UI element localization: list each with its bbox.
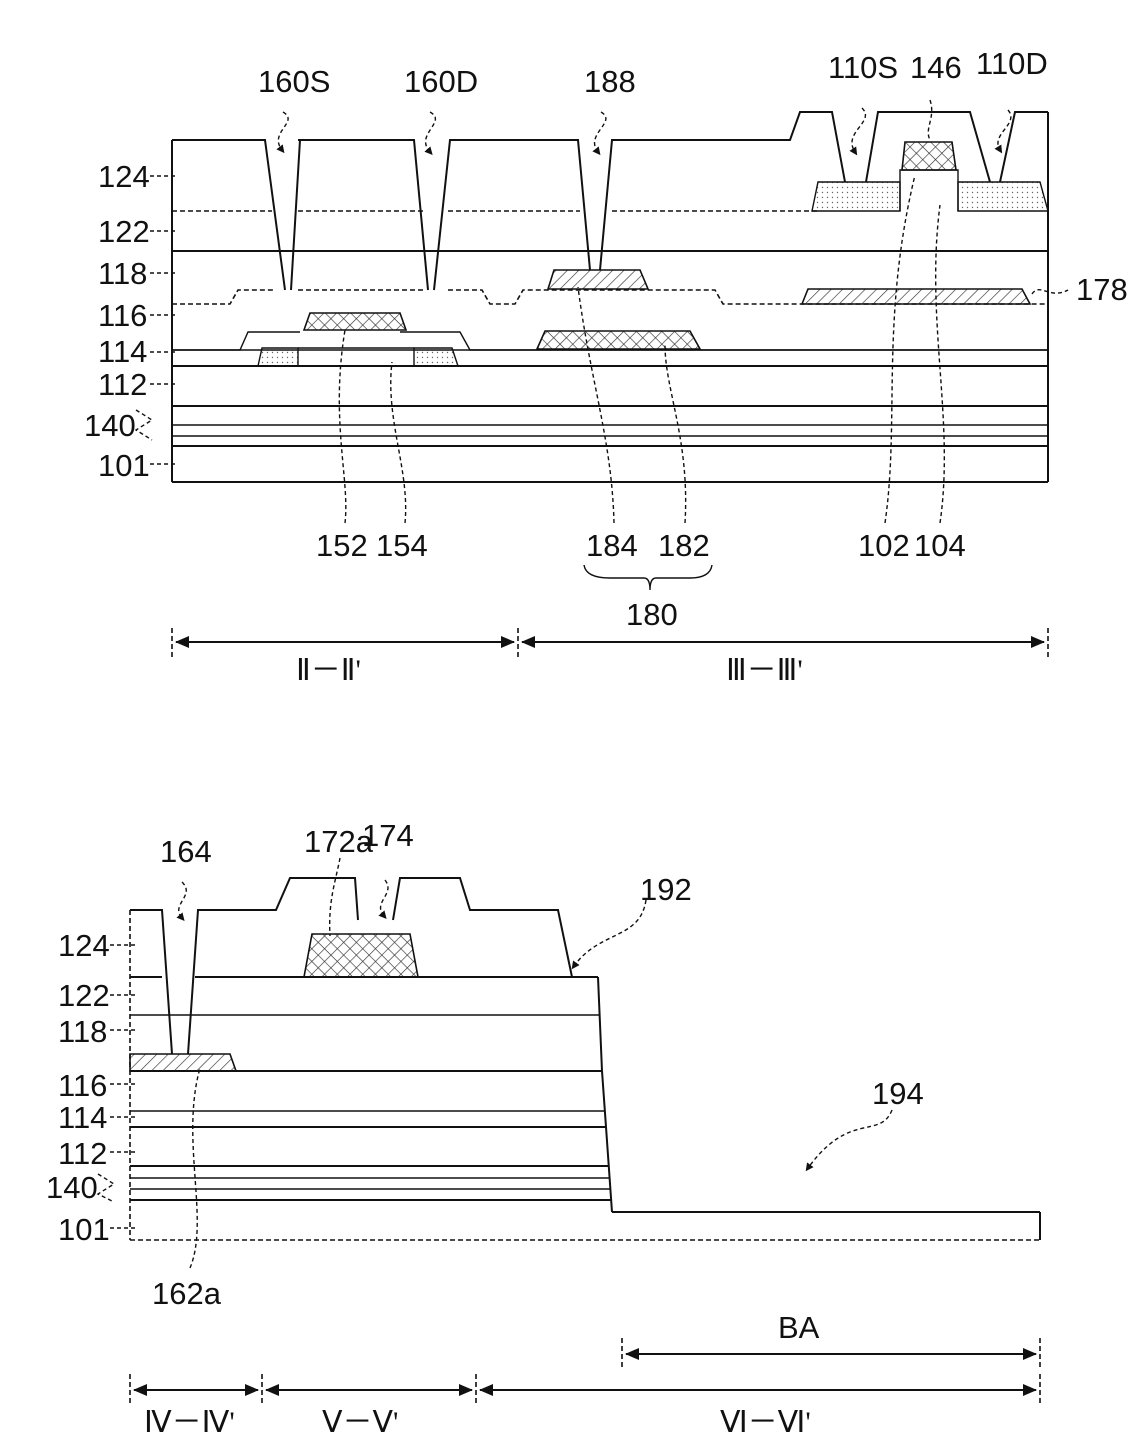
section-label-II: Ⅱ－Ⅱ' bbox=[296, 654, 361, 687]
section-label-VI: Ⅵ－Ⅵ' bbox=[720, 1406, 811, 1439]
label-154: 154 bbox=[376, 528, 428, 563]
source-region-110S bbox=[812, 182, 900, 211]
label-174: 174 bbox=[362, 818, 414, 853]
top-layer-labels: 124 122 118 116 114 112 140 101 bbox=[84, 159, 150, 483]
storage-electrode-182 bbox=[537, 331, 700, 349]
layer-label: 101 bbox=[98, 448, 150, 483]
label-160S: 160S bbox=[258, 64, 330, 99]
label-188: 188 bbox=[584, 64, 636, 99]
layer-label: 118 bbox=[58, 1014, 107, 1049]
layer-label: 118 bbox=[98, 256, 147, 291]
label-146: 146 bbox=[910, 50, 962, 85]
source-region-160S bbox=[258, 348, 298, 366]
layer-label: 124 bbox=[58, 928, 110, 963]
layer-label: 122 bbox=[98, 214, 150, 249]
drain-region-160D bbox=[414, 348, 458, 366]
pad-162a bbox=[130, 1054, 236, 1071]
layer-label: 140 bbox=[46, 1170, 98, 1205]
label-162a: 162a bbox=[152, 1276, 222, 1311]
label-110S: 110S bbox=[828, 50, 898, 85]
storage-electrode-184 bbox=[548, 270, 648, 289]
layer-label: 114 bbox=[58, 1100, 107, 1135]
section-label-IV: Ⅳ－Ⅳ' bbox=[144, 1406, 235, 1439]
section-label-III: Ⅲ－Ⅲ' bbox=[726, 654, 803, 687]
label-192: 192 bbox=[640, 872, 692, 907]
top-cross-section: 124 122 118 116 114 112 140 101 160S 160… bbox=[84, 46, 1128, 687]
label-BA: BA bbox=[778, 1310, 820, 1345]
layer-label: 116 bbox=[98, 298, 147, 333]
label-184: 184 bbox=[586, 528, 638, 563]
layer-label: 140 bbox=[84, 408, 136, 443]
layer-label: 116 bbox=[58, 1068, 107, 1103]
layer-label: 101 bbox=[58, 1212, 110, 1247]
line-178 bbox=[802, 289, 1030, 304]
label-178: 178 bbox=[1076, 272, 1128, 307]
pad-172a bbox=[304, 934, 418, 977]
label-102: 102 bbox=[858, 528, 910, 563]
bottom-layer-labels: 124 122 118 116 114 112 140 101 bbox=[46, 928, 110, 1247]
bottom-cross-section: 124 122 118 116 114 112 140 101 164 172a… bbox=[46, 818, 1040, 1439]
layer-label: 112 bbox=[58, 1136, 107, 1171]
section-label-V: Ⅴ－Ⅴ' bbox=[322, 1406, 398, 1439]
gate-electrode-152 bbox=[304, 313, 406, 330]
label-182: 182 bbox=[658, 528, 710, 563]
layer-label: 124 bbox=[98, 159, 150, 194]
label-104: 104 bbox=[914, 528, 966, 563]
label-164: 164 bbox=[160, 834, 212, 869]
label-110D: 110D bbox=[976, 46, 1048, 81]
layer-label: 112 bbox=[98, 367, 147, 402]
layer-label: 122 bbox=[58, 978, 110, 1013]
gate-electrode-146 bbox=[902, 142, 956, 170]
drain-region-110D bbox=[958, 182, 1048, 211]
label-194: 194 bbox=[872, 1076, 924, 1111]
label-152: 152 bbox=[316, 528, 368, 563]
label-180: 180 bbox=[626, 597, 678, 632]
layer-label: 114 bbox=[98, 334, 147, 369]
label-160D: 160D bbox=[404, 64, 478, 99]
